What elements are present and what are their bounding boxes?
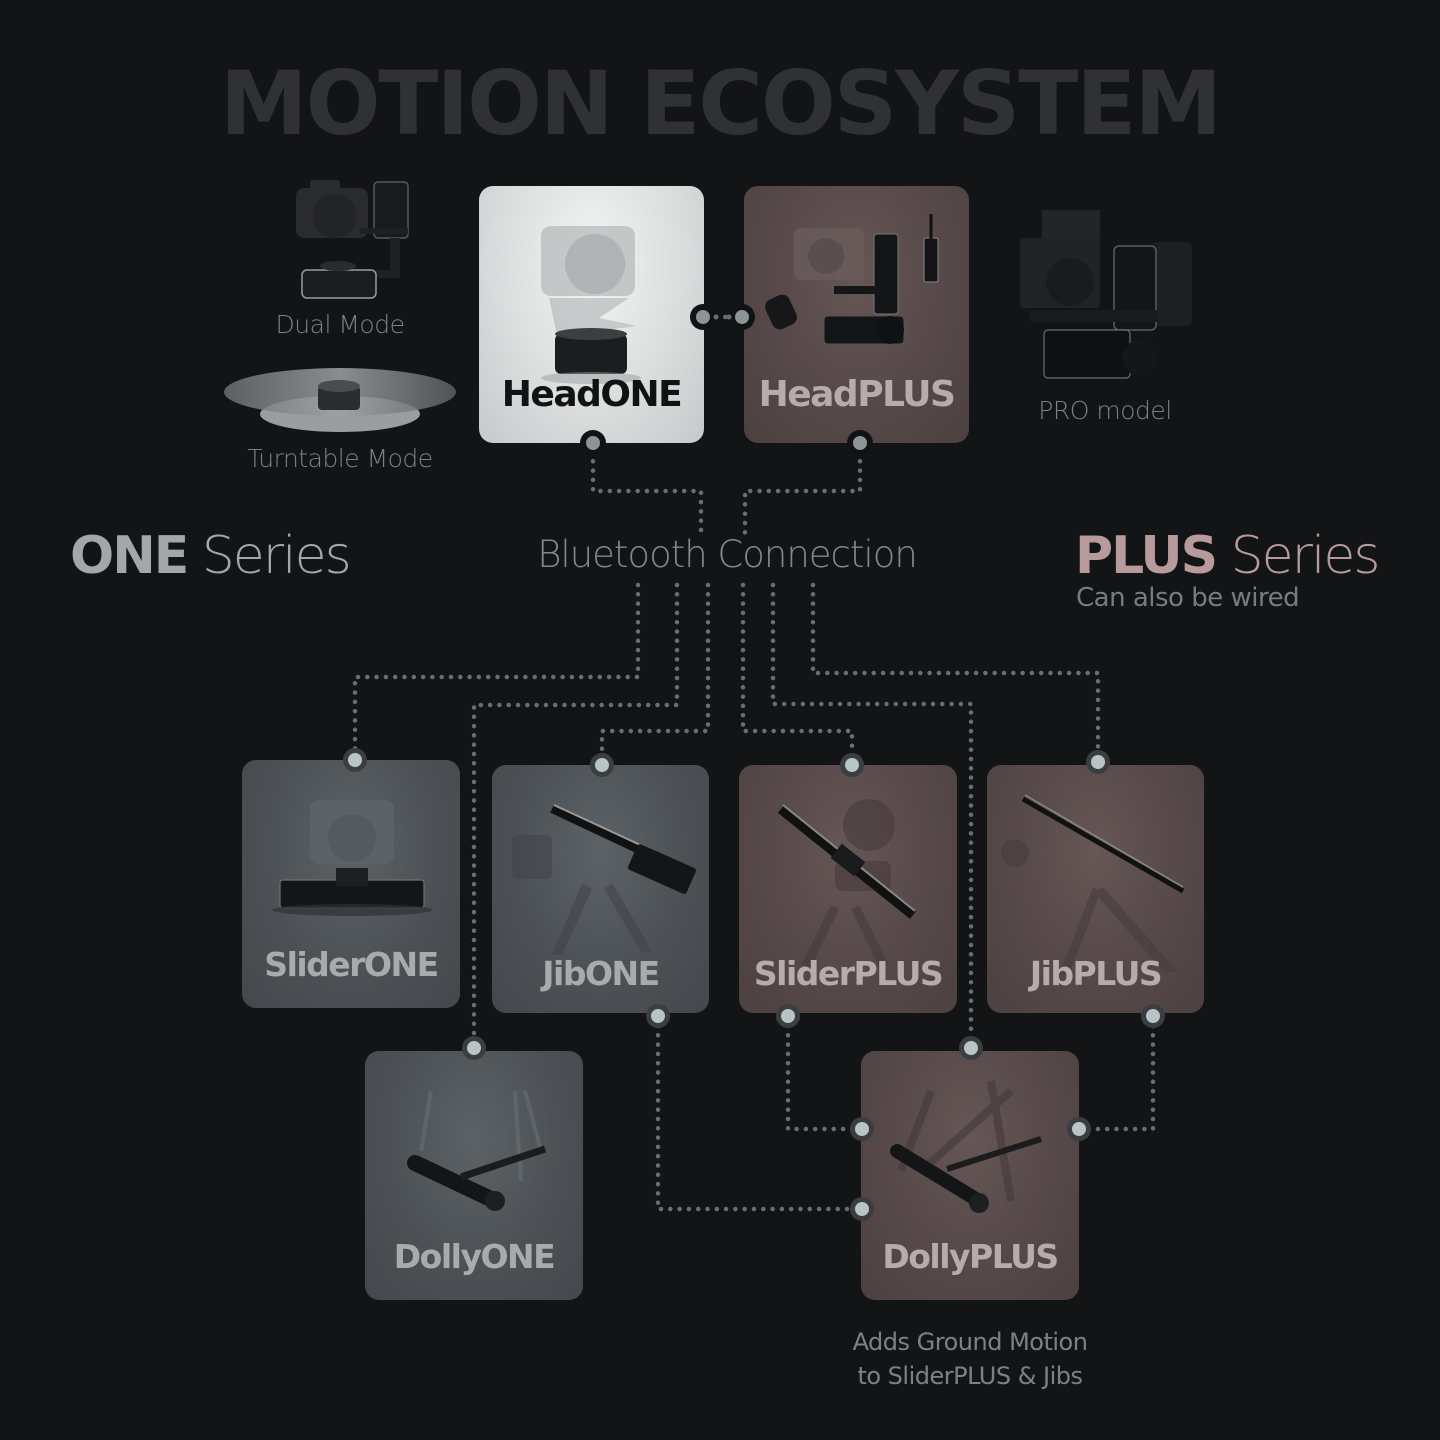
turntable-mode-group: Turntable Mode: [222, 362, 458, 477]
pro-model-product-image: [1020, 210, 1192, 379]
dollyplus-note-line1: Adds Ground Motion: [852, 1328, 1088, 1356]
headplus-label: HeadPLUS: [758, 374, 956, 415]
headplus-product-image: [765, 214, 939, 345]
headplus-card[interactable]: HeadPLUS: [744, 186, 969, 443]
one-series-bold: ONE: [70, 526, 189, 586]
jibone-card[interactable]: JibONE: [492, 765, 709, 1013]
headone-product-image: [541, 226, 641, 384]
dual-mode-product-image: [296, 180, 409, 299]
turntable-mode-label: Turntable Mode: [247, 444, 433, 473]
pro-model-label: PRO model: [1038, 396, 1172, 425]
dollyone-label: DollyONE: [393, 1237, 556, 1276]
sliderplus-product-image: [777, 799, 917, 967]
plus-series-light: Series: [1216, 526, 1381, 586]
dollyplus-note: Adds Ground Motion to SliderPLUS & Jibs: [820, 1325, 1120, 1393]
sliderone-card[interactable]: SliderONE: [242, 760, 460, 1008]
dollyone-product-image: [407, 1090, 547, 1211]
jibplus-card[interactable]: JibPLUS: [987, 765, 1204, 1013]
dollyone-card[interactable]: DollyONE: [365, 1051, 583, 1300]
sliderplus-card[interactable]: SliderPLUS: [739, 765, 957, 1013]
one-series-heading: ONE Series: [70, 526, 352, 586]
bluetooth-connection-label: Bluetooth Connection: [537, 533, 918, 576]
sliderplus-label: SliderPLUS: [753, 954, 944, 993]
dollyplus-card[interactable]: DollyPLUS: [861, 1051, 1079, 1300]
pro-model-group: PRO model: [1010, 210, 1200, 435]
headone-card[interactable]: HeadONE: [479, 186, 704, 443]
dual-mode-label: Dual Mode: [275, 310, 405, 339]
one-series-light: Series: [187, 526, 352, 586]
dollyplus-label: DollyPLUS: [882, 1237, 1059, 1276]
dollyplus-note-line2: to SliderPLUS & Jibs: [857, 1362, 1083, 1390]
dollyplus-product-image: [890, 1080, 1042, 1213]
jibplus-label: JibPLUS: [1029, 954, 1163, 993]
jibone-product-image: [512, 804, 696, 955]
dual-mode-group: Dual Mode: [240, 178, 440, 348]
jibone-label: JibONE: [542, 954, 660, 993]
page-title: MOTION ECOSYSTEM: [220, 52, 1222, 155]
headone-label: HeadONE: [501, 374, 683, 415]
sliderone-product-image: [272, 800, 432, 916]
plus-series-heading: PLUS Series: [1075, 526, 1381, 586]
jibplus-product-image: [1001, 794, 1185, 975]
turntable-product-image: [224, 368, 456, 432]
plus-series-bold: PLUS: [1075, 526, 1218, 586]
sliderone-label: SliderONE: [264, 945, 439, 984]
plus-series-subtitle: Can also be wired: [1076, 583, 1300, 613]
